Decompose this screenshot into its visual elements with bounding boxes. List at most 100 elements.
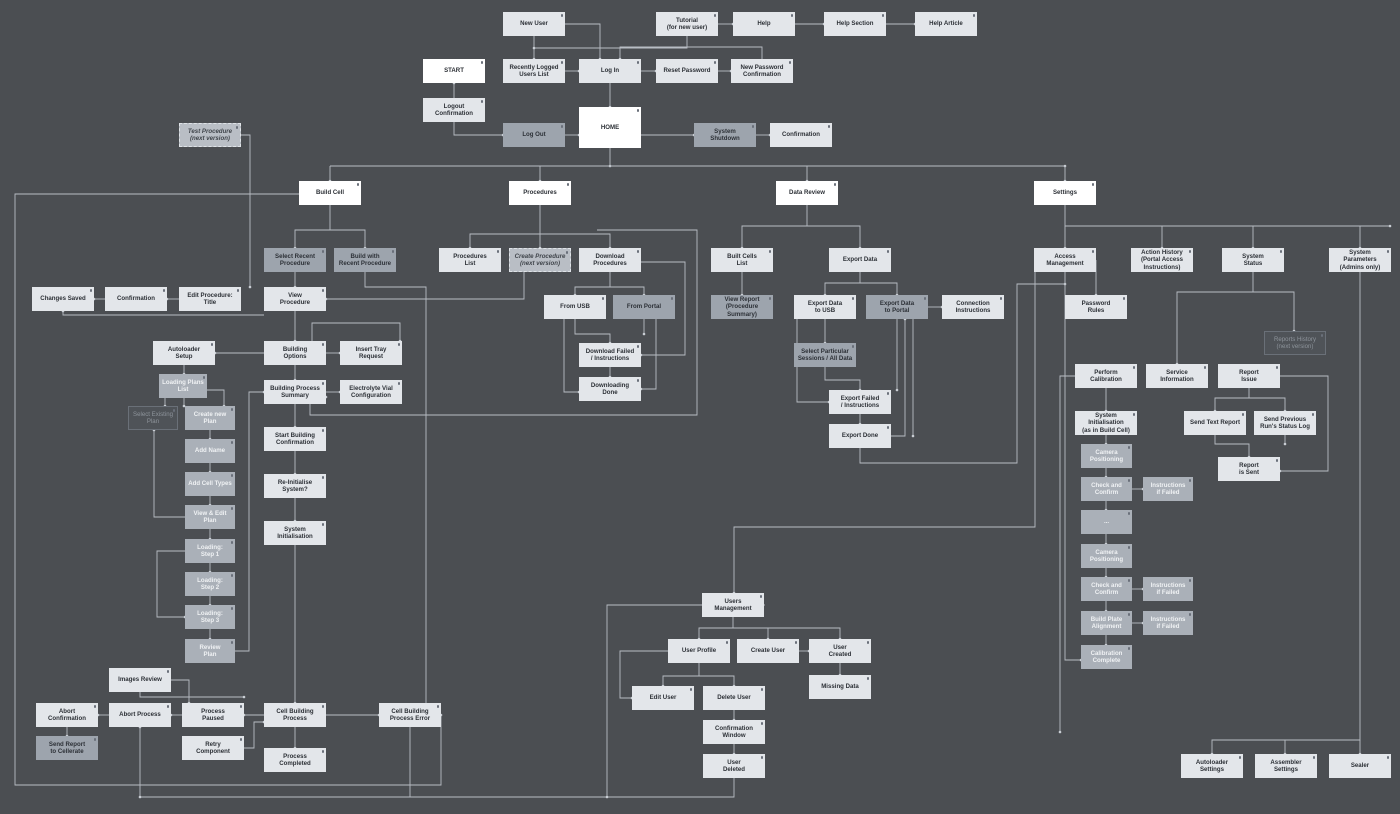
connector-line <box>824 272 861 295</box>
review-plan-node: Review Plan <box>185 639 235 663</box>
report-sent-node: Report is Sent <box>1218 457 1280 481</box>
log-in-node: Log In <box>579 59 641 83</box>
connector-end <box>1063 164 1067 168</box>
cell-building-error-node: Cell Building Process Error <box>379 703 441 727</box>
connector-line <box>235 391 264 652</box>
procedures-node: Procedures <box>509 181 571 205</box>
connector-line <box>311 322 401 341</box>
add-cell-types-node: Add Cell Types <box>185 472 235 496</box>
user-deleted-node: User Deleted <box>703 754 765 778</box>
home-node: HOME <box>579 107 641 148</box>
connector-line <box>1249 397 1286 411</box>
send-report-cellerate-node: Send Report to Cellerate <box>36 736 98 760</box>
loading-step-1-node: Loading: Step 1 <box>185 539 235 563</box>
connector-line <box>860 282 898 295</box>
reinitialise-system-node: Re-Initialise System? <box>264 474 326 498</box>
connector-line <box>153 430 185 518</box>
connector-line <box>453 122 503 136</box>
assembler-settings-node: Assembler Settings <box>1255 754 1317 778</box>
export-usb-node: Export Data to USB <box>794 295 856 319</box>
connector-line <box>1176 272 1254 364</box>
download-failed-node: Download Failed / Instructions <box>579 343 641 367</box>
help-node: Help <box>733 12 795 36</box>
check-confirm-1-node: Check and Confirm <box>1081 477 1132 501</box>
connector-line <box>241 134 251 287</box>
connector-line <box>171 679 190 703</box>
connector-end <box>605 795 609 799</box>
reset-password-node: Reset Password <box>656 59 718 83</box>
delete-user-node: Delete User <box>703 686 765 710</box>
connector-line <box>610 286 645 295</box>
user-created-node: User Created <box>809 639 871 663</box>
abort-process-node: Abort Process <box>109 703 171 727</box>
cell-building-process-node: Cell Building Process <box>264 703 326 727</box>
abort-confirmation-node: Abort Confirmation <box>36 703 98 727</box>
loading-step-3-node: Loading: Step 3 <box>185 605 235 629</box>
build-recent-procedure-node: Build with Recent Procedure <box>334 248 396 272</box>
downloading-done-node: Downloading Done <box>579 377 641 401</box>
view-report-node: View Report (Procedure Summary) <box>711 295 773 319</box>
process-completed-node: Process Completed <box>264 748 326 772</box>
connector-line <box>469 205 541 248</box>
connector-end <box>1283 442 1287 446</box>
export-portal-node: Export Data to Portal <box>866 295 928 319</box>
connector-end <box>532 46 536 50</box>
from-usb-node: From USB <box>544 295 606 319</box>
connector-end <box>911 434 915 438</box>
system-status-node: System Status <box>1222 248 1284 272</box>
connector-line <box>1064 272 1081 661</box>
system-initialisation-node: System Initialisation <box>264 521 326 545</box>
connector-line <box>1214 435 1250 457</box>
confirmation-window-node: Confirmation Window <box>703 720 765 744</box>
tutorial-node: Tutorial (for new user) <box>656 12 718 36</box>
connector-line <box>698 617 734 639</box>
connector-line <box>1177 291 1295 331</box>
loading-plans-list-node: Loading Plans List <box>159 374 207 398</box>
data-review-node: Data Review <box>776 181 838 205</box>
connector-line <box>534 36 688 49</box>
action-history-node: Action History (Portal Access Instructio… <box>1131 248 1193 272</box>
new-password-confirm-node: New Password Confirmation <box>731 59 793 83</box>
connector-line <box>1059 375 1075 732</box>
create-user-node: Create User <box>737 639 799 663</box>
connector-line <box>565 23 601 59</box>
connector-line <box>294 205 331 248</box>
insert-tray-request-node: Insert Tray Request <box>340 341 402 365</box>
user-profile-node: User Profile <box>668 639 730 663</box>
procedures-list-node: Procedures List <box>439 248 501 272</box>
start-building-confirmation-node: Start Building Confirmation <box>264 427 326 451</box>
building-options-node: Building Options <box>264 341 326 365</box>
start-node: START <box>423 59 485 83</box>
built-cells-list-node: Built Cells List <box>711 248 773 272</box>
connector-end <box>248 285 252 289</box>
connector-line <box>207 389 225 406</box>
recent-users-node: Recently Logged Users List <box>503 59 565 83</box>
connector-end <box>608 164 612 168</box>
instructions-failed-1-node: Instructions if Failed <box>1143 477 1193 501</box>
connector-line <box>563 319 579 393</box>
electrolyte-vial-node: Electrolyte Vial Configuration <box>340 380 402 404</box>
service-information-node: Service Information <box>1146 364 1208 388</box>
instructions-failed-3-node: Instructions if Failed <box>1143 611 1193 635</box>
connector-line <box>574 272 611 295</box>
connector-line <box>741 205 808 248</box>
connector-line <box>330 229 366 248</box>
reports-history-node: Reports History (next version) <box>1264 331 1326 355</box>
connection-instructions-node: Connection Instructions <box>942 295 1004 319</box>
connector-line <box>244 721 264 749</box>
retry-component-node: Retry Component <box>182 736 244 760</box>
connector-line <box>1214 388 1250 411</box>
select-existing-plan-node: Select Existing Plan <box>128 406 178 430</box>
edit-user-node: Edit User <box>632 686 694 710</box>
system-parameters-node: System Parameters (Admins only) <box>1329 248 1391 272</box>
connector-line <box>1064 205 1390 227</box>
connector-end <box>242 695 246 699</box>
download-procedures-node: Download Procedures <box>579 248 641 272</box>
help-section-node: Help Section <box>824 12 886 36</box>
connector-end <box>1058 730 1062 734</box>
send-previous-log-node: Send Previous Run's Status Log <box>1254 411 1316 435</box>
connector-end <box>1388 224 1392 228</box>
view-edit-plan-node: View & Edit Plan <box>185 505 235 529</box>
access-management-node: Access Management <box>1034 248 1096 272</box>
autoloader-settings-node: Autoloader Settings <box>1181 754 1243 778</box>
